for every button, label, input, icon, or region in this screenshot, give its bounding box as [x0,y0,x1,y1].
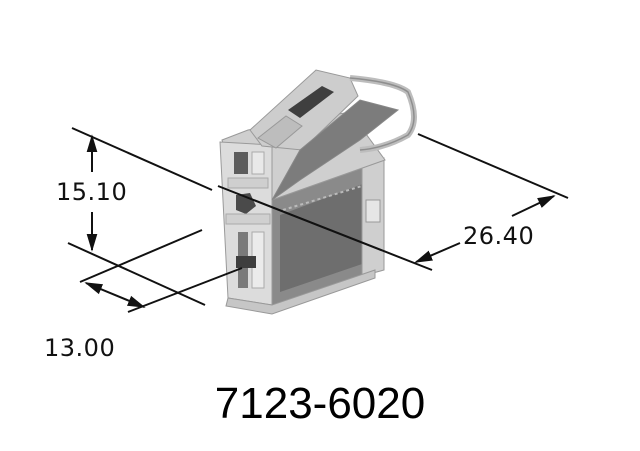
part-number-text: 7123-6020 [214,379,426,428]
latch-lever [249,69,417,201]
dimension-lines [67,127,569,313]
dimension-width-label: 13.00 [44,334,116,362]
dimension-length-label: 26.40 [463,222,535,250]
dimension-height-label: 15.10 [56,178,128,206]
part-number-label: 7123-6020 [0,382,640,426]
